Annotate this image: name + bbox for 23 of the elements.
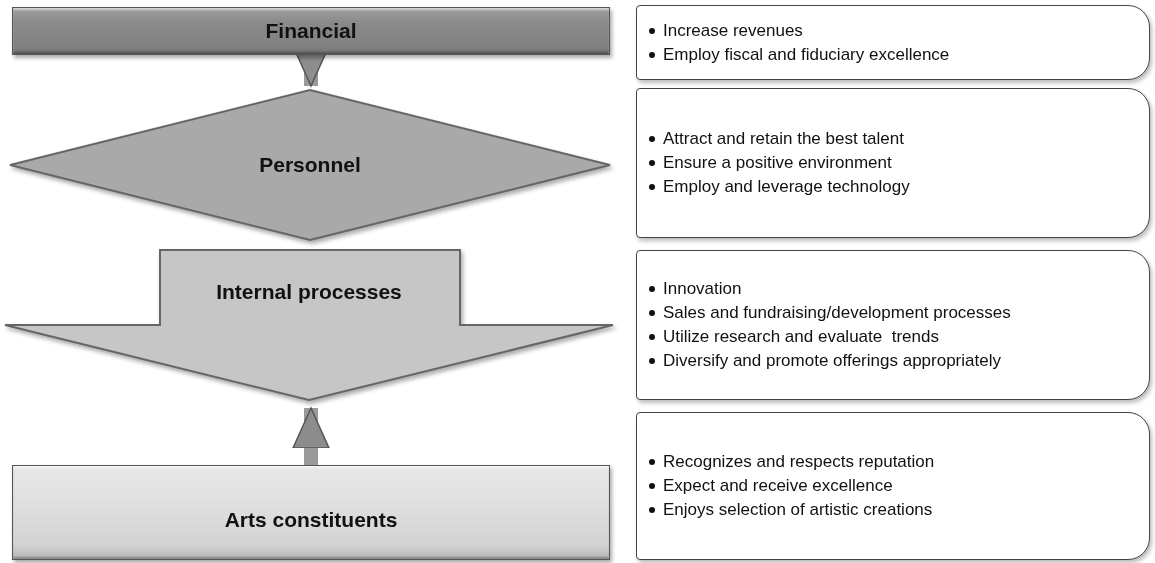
bullet-item: Ensure a positive environment (663, 152, 892, 174)
node-label: Arts constituents (224, 507, 398, 532)
bullet-item: Innovation (663, 278, 742, 300)
node-label: Internal processes (216, 280, 402, 304)
node-label: Financial (265, 19, 357, 43)
text-panel (636, 88, 1150, 238)
text-panel (636, 412, 1150, 560)
bullet-item: Recognizes and respects reputation (663, 451, 935, 473)
bullet-item: Expect and receive excellence (663, 475, 893, 497)
bullet-item: Diversify and promote offerings appropriately (663, 350, 1001, 372)
bullet-item: Utilize research and evaluate trends (663, 326, 939, 348)
text-panel (636, 250, 1150, 400)
process-bar (12, 7, 610, 55)
bullet-item: Employ fiscal and fiduciary excellence (663, 43, 950, 66)
bullet-item: Increase revenues (663, 19, 803, 42)
text-panel (636, 5, 1150, 80)
bullet-item: Attract and retain the best talent (663, 128, 904, 150)
process-bar (12, 465, 610, 560)
bullet-item: Employ and leverage technology (663, 176, 910, 198)
block-arrow (292, 407, 330, 465)
node-label: Personnel (259, 153, 361, 177)
bullet-item: Enjoys selection of artistic creations (663, 499, 933, 521)
bullet-item: Sales and fundraising/development processes (663, 302, 1011, 324)
